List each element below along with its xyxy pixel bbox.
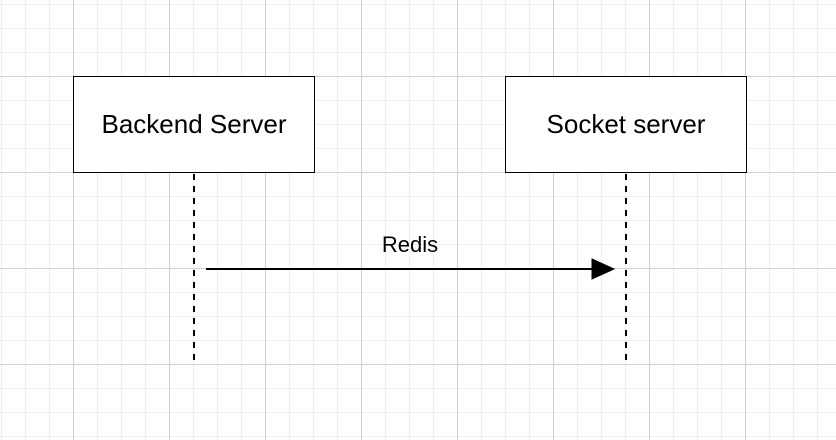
- message-arrow-head: [591, 258, 616, 280]
- message-label-redis: Redis: [381, 232, 439, 257]
- participant-socket-server[interactable]: Socket server: [505, 76, 747, 173]
- participant-label: Backend Server: [101, 109, 287, 139]
- participant-backend-server[interactable]: Backend Server: [73, 76, 315, 173]
- participant-label: Socket server: [546, 109, 706, 139]
